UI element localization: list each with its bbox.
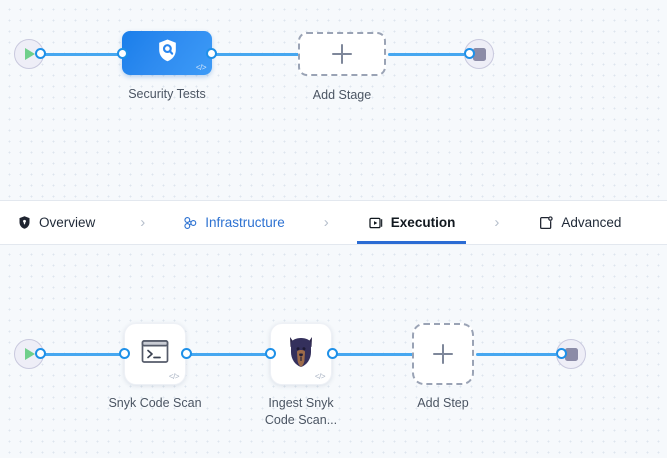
security-tests-input-port[interactable]	[117, 48, 128, 59]
step-node-label: Snyk Code Scan	[108, 396, 202, 410]
tab-separator-2: ›	[323, 214, 329, 231]
code-badge-icon: </>	[168, 372, 180, 381]
plus-icon	[433, 344, 453, 364]
edge-snyk-code-scan-to-ingest	[186, 353, 274, 356]
start-output-port[interactable]	[35, 48, 46, 59]
step-node-body[interactable]: </>	[270, 323, 332, 385]
snyk-code-scan-output-port[interactable]	[181, 348, 192, 359]
step-node-body[interactable]: </>	[124, 323, 186, 385]
edge-start-to-snyk-code-scan	[38, 353, 130, 356]
tab-separator-3: ›	[494, 214, 500, 231]
snyk-code-scan-input-port[interactable]	[119, 348, 130, 359]
tab-overview-label: Overview	[39, 215, 96, 230]
add-stage-label: Add Stage	[312, 88, 372, 102]
edge-ingest-to-add-step	[332, 353, 414, 356]
terminal-icon	[140, 338, 170, 371]
tab-execution-label: Execution	[390, 215, 456, 230]
ingest-input-port[interactable]	[265, 348, 276, 359]
stage-node-security-tests[interactable]: </> Security Tests	[122, 31, 212, 101]
end-input-port[interactable]	[464, 48, 475, 59]
code-badge-icon: </>	[314, 372, 326, 381]
add-step-label: Add Step	[417, 396, 469, 410]
play-square-icon	[368, 215, 384, 231]
gear-square-icon	[538, 215, 554, 231]
add-step-button[interactable]	[412, 323, 474, 385]
plus-icon	[332, 44, 352, 64]
tab-separator-1: ›	[140, 214, 146, 231]
step-start-output-port[interactable]	[35, 348, 46, 359]
stage-node-body[interactable]: </>	[122, 31, 212, 75]
tab-infrastructure[interactable]: Infrastructure	[179, 201, 288, 244]
shield-search-icon	[154, 37, 181, 69]
stage-node-label: Security Tests	[128, 87, 206, 101]
nodes-icon	[182, 215, 198, 231]
add-stage-node[interactable]: Add Stage	[298, 32, 386, 102]
add-step-node[interactable]: Add Step	[412, 323, 474, 410]
pipeline-tab-bar[interactable]: Overview › Infrastructure ›	[0, 200, 667, 245]
security-tests-output-port[interactable]	[206, 48, 217, 59]
step-canvas[interactable]: </> Snyk Code Scan	[0, 245, 667, 458]
edge-security-tests-to-add-stage	[210, 53, 302, 56]
shield-icon	[17, 215, 32, 230]
edge-start-to-security-tests	[38, 53, 132, 56]
code-badge-icon: </>	[195, 63, 207, 72]
tab-execution[interactable]: Execution	[356, 201, 466, 244]
play-icon	[25, 348, 35, 360]
pipeline-start-node[interactable]	[14, 39, 44, 69]
edge-add-step-to-end	[476, 353, 560, 356]
stage-canvas[interactable]: </> Security Tests Add Stage	[0, 0, 667, 200]
snyk-dog-icon	[286, 335, 316, 374]
tab-advanced-label: Advanced	[561, 215, 622, 230]
ingest-output-port[interactable]	[327, 348, 338, 359]
step-end-input-port[interactable]	[556, 348, 567, 359]
step-node-label: Ingest Snyk Code Scan...	[264, 396, 338, 427]
stop-icon	[472, 47, 486, 61]
edge-add-stage-to-end	[388, 53, 468, 56]
play-icon	[25, 48, 35, 60]
stop-icon	[564, 347, 578, 361]
add-stage-button[interactable]	[298, 32, 386, 76]
tab-infrastructure-label: Infrastructure	[205, 215, 285, 230]
tab-advanced[interactable]: Advanced	[535, 201, 624, 244]
step-node-snyk-code-scan[interactable]: </> Snyk Code Scan	[108, 323, 202, 410]
step-node-ingest-snyk-code-scan[interactable]: </> Ingest Snyk Code Scan...	[265, 323, 337, 427]
pipeline-end-node[interactable]	[464, 39, 494, 69]
tab-overview[interactable]: Overview	[14, 201, 98, 244]
